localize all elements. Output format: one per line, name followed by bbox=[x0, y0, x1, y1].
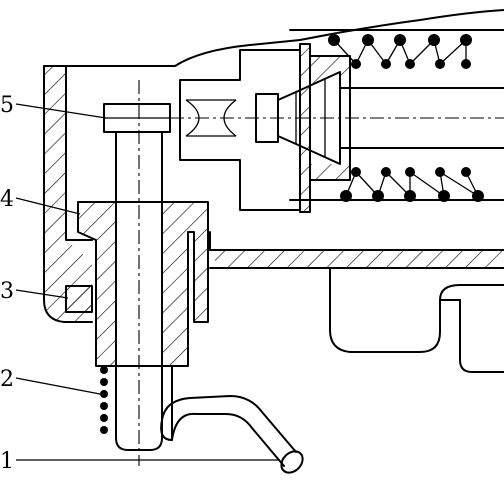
label-5: 5 bbox=[0, 93, 14, 118]
label-4: 4 bbox=[0, 187, 14, 212]
spring bbox=[328, 34, 484, 202]
lever-wire bbox=[160, 365, 304, 474]
seal-ring bbox=[65, 285, 93, 313]
valve-assembly bbox=[179, 29, 504, 213]
leader-lines bbox=[15, 103, 280, 461]
housing bbox=[43, 9, 504, 373]
small-coil bbox=[100, 366, 108, 434]
label-3: 3 bbox=[0, 279, 14, 304]
bushing bbox=[77, 201, 209, 367]
label-2: 2 bbox=[0, 367, 14, 392]
label-1: 1 bbox=[0, 449, 14, 474]
